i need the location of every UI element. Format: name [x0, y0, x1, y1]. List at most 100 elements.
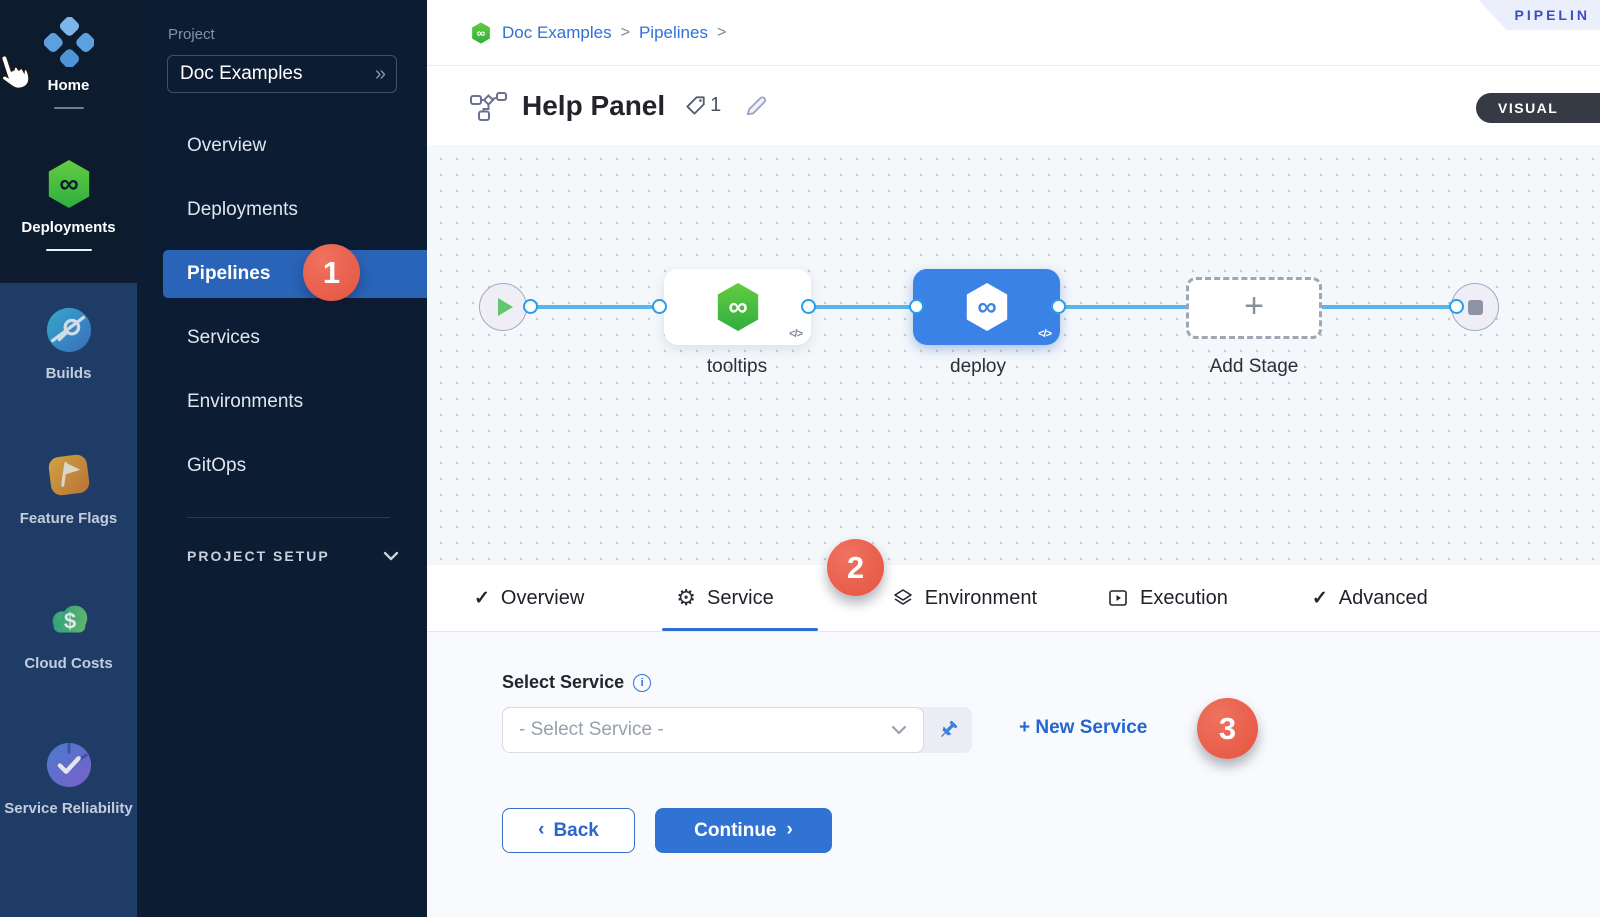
stop-icon [1467, 299, 1483, 315]
info-icon[interactable]: i [633, 673, 652, 692]
tab-execution[interactable]: Execution [1107, 565, 1228, 631]
deployments-hexagon-icon: ∞ [966, 282, 1007, 332]
pushpin-icon [941, 720, 958, 737]
callout-badge-3: 3 [1197, 698, 1258, 759]
tab-service[interactable]: ⚙ Service [662, 565, 819, 631]
svg-text:∞: ∞ [59, 169, 78, 199]
back-button-label: Back [553, 819, 599, 841]
svg-text:∞: ∞ [728, 292, 747, 322]
callout-number: 3 [1218, 710, 1237, 746]
pipeline-canvas[interactable]: ∞ </> tooltips ∞ </> deploy + Add Stage [427, 145, 1600, 565]
module-item-home[interactable]: Home [0, 17, 137, 110]
sidebar-item-overview[interactable]: Overview [137, 122, 427, 170]
tab-label: Service [707, 586, 774, 609]
tags-chip[interactable]: 1 [683, 94, 721, 118]
select-service-control: - Select Service - [502, 707, 972, 753]
plus-icon: + [1244, 287, 1264, 325]
page-title: Help Panel [522, 89, 666, 121]
stage-tab-bar: ✓ Overview ⚙ Service Environment [427, 565, 1600, 632]
breadcrumb-link-pipelines[interactable]: Pipelines [638, 22, 708, 42]
module-item-builds[interactable]: Builds [0, 305, 137, 384]
sidebar-divider [187, 517, 390, 518]
service-reliability-icon [46, 742, 91, 788]
chevron-down-icon [891, 725, 907, 735]
connector-port [909, 299, 924, 314]
breadcrumb-separator: > [716, 23, 727, 41]
stage-label-tooltips: tooltips [706, 356, 768, 377]
breadcrumb-separator: > [620, 23, 630, 41]
project-selector[interactable]: Doc Examples » [167, 55, 397, 93]
service-select-dropdown[interactable]: - Select Service - [502, 707, 924, 753]
stage-label-deploy: deploy [950, 356, 1006, 377]
module-item-deployments[interactable]: ∞ Deployments [0, 159, 137, 252]
gear-icon: ⚙ [676, 585, 697, 610]
sidebar-item-label: Environments [187, 391, 304, 412]
project-name: Doc Examples [180, 63, 303, 84]
add-stage-button[interactable]: + [1186, 277, 1322, 339]
feature-flags-icon [48, 454, 89, 496]
project-setup-toggle[interactable]: PROJECT SETUP [187, 548, 399, 564]
sidebar-item-deployments[interactable]: Deployments [137, 186, 427, 234]
sidebar-item-label: Deployments [187, 199, 298, 220]
select-placeholder: - Select Service - [519, 719, 664, 740]
module-label-service-reliability: Service Reliability [4, 800, 133, 817]
module-group-highlight [0, 283, 137, 917]
project-sidebar: Project Doc Examples » Overview Deployme… [137, 0, 427, 917]
module-label-deployments: Deployments [21, 219, 116, 236]
check-icon: ✓ [1311, 587, 1328, 609]
pipeline-start-node [479, 283, 527, 331]
sidebar-item-pipelines[interactable]: Pipelines [163, 250, 427, 298]
service-tab-content: Select Service i - Select Service - [427, 632, 1600, 917]
visual-yaml-toggle[interactable]: VISUAL [1476, 93, 1600, 123]
pipeline-icon [470, 91, 507, 121]
deployments-hexagon-icon: ∞ [472, 21, 490, 44]
tag-icon [686, 95, 705, 115]
chevron-down-icon [383, 551, 399, 561]
breadcrumb-link-project[interactable]: Doc Examples [502, 22, 612, 42]
tab-label: Environment [924, 586, 1037, 609]
tab-overview[interactable]: ✓ Overview [474, 565, 584, 631]
svg-text:∞: ∞ [477, 25, 485, 39]
module-rail: Home ∞ Deployments Builds [0, 0, 137, 917]
pin-service-button[interactable] [924, 707, 972, 753]
project-setup-label: PROJECT SETUP [187, 548, 330, 564]
tag-count: 1 [710, 94, 722, 116]
callout-number: 1 [322, 254, 341, 290]
sidebar-item-label: Pipelines [187, 263, 271, 284]
add-stage-label: Add Stage [1209, 356, 1299, 377]
continue-button[interactable]: Continue › [655, 808, 832, 853]
module-label-home: Home [47, 77, 90, 94]
new-service-link[interactable]: + New Service [1019, 717, 1148, 738]
code-glyph: </> [789, 328, 803, 340]
expand-chevrons-icon[interactable]: » [374, 62, 386, 85]
connector-port [1449, 299, 1464, 314]
module-item-feature-flags[interactable]: Feature Flags [0, 450, 137, 529]
module-item-service-reliability[interactable]: Service Reliability [0, 740, 137, 819]
callout-badge-1: 1 [303, 244, 360, 301]
callout-number: 2 [846, 549, 865, 585]
sidebar-item-gitops[interactable]: GitOps [137, 442, 427, 490]
connector-port [523, 299, 538, 314]
module-item-cloud-costs[interactable]: $ Cloud Costs [0, 595, 137, 674]
svg-text:$: $ [63, 609, 75, 634]
cloud-costs-icon: $ [52, 605, 87, 634]
sidebar-item-label: GitOps [187, 455, 247, 476]
chevron-left-icon: ‹ [538, 819, 545, 840]
edit-pencil-icon[interactable] [743, 93, 769, 119]
play-icon [497, 298, 513, 316]
stage-node-deploy[interactable]: ∞ </> [913, 269, 1060, 345]
tab-advanced[interactable]: ✓ Advanced [1312, 565, 1428, 631]
tab-label: Overview [500, 586, 585, 609]
check-icon: ✓ [474, 587, 490, 609]
back-button[interactable]: ‹ Back [502, 808, 635, 853]
module-label-builds: Builds [45, 365, 92, 382]
sidebar-item-services[interactable]: Services [137, 314, 427, 362]
connector-port [1051, 299, 1066, 314]
stage-node-tooltips[interactable]: ∞ </> [664, 269, 811, 345]
project-section-label: Project [168, 26, 215, 43]
select-service-label-row: Select Service i [502, 672, 652, 693]
sidebar-item-environments[interactable]: Environments [137, 378, 427, 426]
ribbon-label: PIPELIN [1514, 7, 1590, 23]
tab-environment[interactable]: Environment [892, 565, 1037, 631]
